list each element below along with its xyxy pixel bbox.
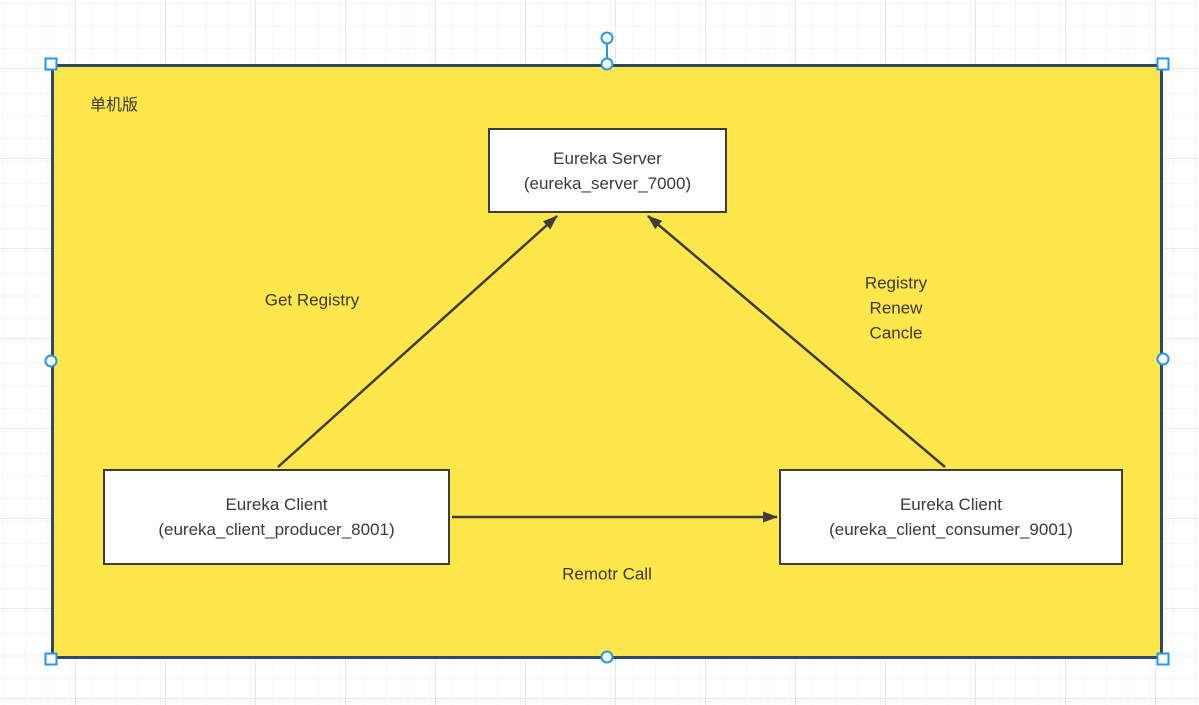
resize-handle-top-center[interactable] bbox=[600, 57, 614, 71]
resize-handle-middle-left[interactable] bbox=[44, 354, 58, 368]
node-eureka-client-consumer[interactable]: Eureka Client (eureka_client_consumer_90… bbox=[779, 469, 1123, 565]
node-eureka-server[interactable]: Eureka Server (eureka_server_7000) bbox=[488, 128, 727, 213]
edge-label-get-registry[interactable]: Get Registry bbox=[264, 290, 360, 310]
edge-label-remote-call[interactable]: Remotr Call bbox=[562, 564, 652, 584]
resize-handle-bottom-right[interactable] bbox=[1156, 652, 1170, 666]
rotation-handle-stem bbox=[606, 44, 608, 61]
container-label: 单机版 bbox=[90, 97, 139, 114]
resize-handle-top-right[interactable] bbox=[1156, 57, 1170, 71]
edge-label-line: Registry bbox=[864, 273, 928, 293]
node-title: Eureka Server bbox=[553, 148, 662, 168]
node-subtitle: (eureka_client_consumer_9001) bbox=[829, 520, 1073, 539]
node-eureka-client-producer[interactable]: Eureka Client (eureka_client_producer_80… bbox=[103, 469, 450, 565]
edge-registry-renew-cancle[interactable] bbox=[647, 215, 946, 468]
node-title: Eureka Client bbox=[225, 495, 328, 514]
node-subtitle: (eureka_server_7000) bbox=[523, 173, 692, 193]
edge-label-line: Renew bbox=[869, 298, 923, 318]
resize-handle-top-left[interactable] bbox=[44, 57, 58, 71]
resize-handle-bottom-left[interactable] bbox=[44, 652, 58, 666]
edge-get-registry[interactable] bbox=[277, 215, 558, 468]
node-subtitle: (eureka_client_producer_8001) bbox=[158, 520, 395, 539]
resize-handle-middle-right[interactable] bbox=[1156, 352, 1170, 366]
resize-handle-bottom-center[interactable] bbox=[600, 650, 614, 664]
edge-label-registry-renew-cancle[interactable]: Registry Renew Cancle bbox=[865, 271, 927, 346]
rotation-handle[interactable] bbox=[600, 31, 614, 45]
edge-label-line: Cancle bbox=[869, 323, 923, 343]
node-title: Eureka Client bbox=[899, 495, 1003, 514]
